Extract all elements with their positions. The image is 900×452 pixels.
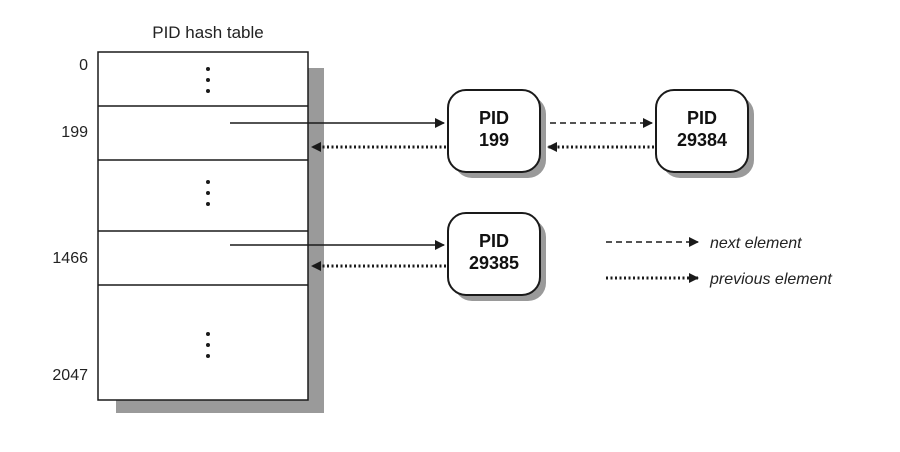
- index-label-1466: 1466: [52, 250, 88, 267]
- node-pid-29385-value: 29385: [469, 253, 519, 273]
- pid-hash-table: [97, 51, 309, 401]
- ellipsis-bottom: [206, 332, 210, 358]
- index-label-199: 199: [61, 124, 88, 141]
- node-pid-199-value: 199: [479, 130, 509, 150]
- index-label-0: 0: [79, 57, 88, 74]
- legend-previous-label: previous element: [709, 271, 832, 288]
- index-label-2047: 2047: [52, 367, 88, 384]
- node-pid-199: [447, 89, 541, 173]
- node-pid-199-label: PID: [479, 108, 509, 128]
- ellipsis-top: [206, 67, 210, 93]
- node-pid-29384: [655, 89, 749, 173]
- node-pid-29384-value: 29384: [677, 130, 727, 150]
- ellipsis-middle: [206, 180, 210, 206]
- node-pid-29384-label: PID: [687, 108, 717, 128]
- node-pid-29385-label: PID: [479, 231, 509, 251]
- table-title: PID hash table: [152, 23, 264, 42]
- legend-next-label: next element: [710, 235, 802, 252]
- node-pid-29385: [447, 212, 541, 296]
